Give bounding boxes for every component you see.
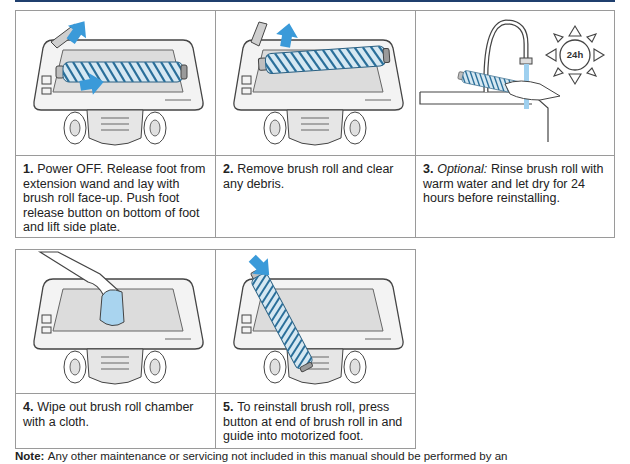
step-box: 3.Optional:Rinse brush roll with warm wa… xyxy=(415,155,615,238)
step-number: 5. xyxy=(223,400,233,414)
step3-figure xyxy=(420,22,604,142)
step-text: Remove brush roll and clear any debris. xyxy=(223,162,394,191)
step-box: 4.Wipe out brush roll chamber with a clo… xyxy=(15,393,216,449)
step-qualifier: Optional: xyxy=(437,162,487,176)
step-text: To reinstall brush roll, press button at… xyxy=(223,400,402,443)
step-number: 2. xyxy=(223,162,233,176)
note-text: Any other maintenance or servicing not i… xyxy=(48,450,508,462)
step-box: 1.Power OFF. Release foot from extension… xyxy=(15,155,216,238)
step-number: 4. xyxy=(23,400,33,414)
step5-figure xyxy=(234,250,403,384)
step4-figure xyxy=(34,252,203,384)
note-heading: Note: xyxy=(15,450,44,462)
step-box: 2.Remove brush roll and clear any debris… xyxy=(215,155,416,238)
cell-frames xyxy=(16,11,615,394)
step2-figure xyxy=(234,21,403,145)
step1-figure xyxy=(34,15,203,145)
note-line: Note: Any other maintenance or servicing … xyxy=(15,450,625,463)
sun-label: 24h xyxy=(560,49,590,61)
step-box: 5.To reinstall brush roll, press button … xyxy=(215,393,416,449)
step-number: 1. xyxy=(23,162,33,176)
top-rule xyxy=(15,0,615,2)
step-text: Power OFF. Release foot from extension w… xyxy=(23,162,205,234)
step-text: Wipe out brush roll chamber with a cloth… xyxy=(23,400,194,429)
step-number: 3. xyxy=(423,162,433,176)
